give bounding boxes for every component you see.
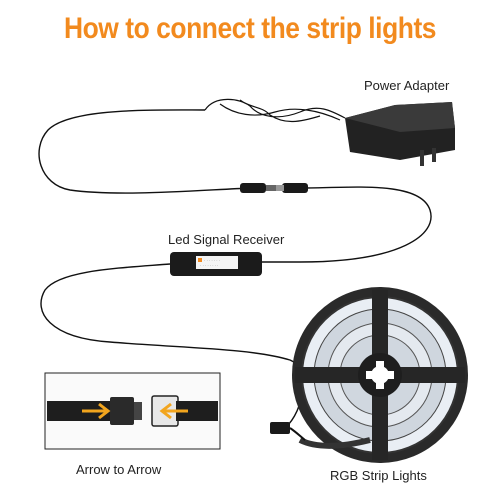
arrow-left-icon bbox=[82, 402, 111, 420]
strip-connector bbox=[270, 422, 306, 441]
arrow-to-arrow-inset bbox=[44, 372, 221, 450]
svg-text:· · · · · · ·: · · · · · · · bbox=[204, 258, 220, 263]
power-adapter-label: Power Adapter bbox=[364, 78, 450, 93]
dc-connector bbox=[240, 183, 308, 193]
rgb-strip-lights-label: RGB Strip Lights bbox=[330, 468, 427, 483]
svg-text:· · · · · · · ·: · · · · · · · · bbox=[200, 263, 218, 268]
led-signal-receiver: · · · · · · · · · · · · · · · bbox=[170, 252, 262, 276]
led-signal-receiver-label: Led Signal Receiver bbox=[168, 232, 285, 247]
coiled-cable bbox=[204, 98, 346, 123]
arrow-right-icon bbox=[159, 402, 188, 420]
page-title: How to connect the strip lights bbox=[63, 12, 437, 45]
arrow-to-arrow-label: Arrow to Arrow bbox=[76, 462, 162, 477]
rgb-strip-reel bbox=[292, 287, 468, 463]
power-adapter bbox=[345, 102, 455, 166]
